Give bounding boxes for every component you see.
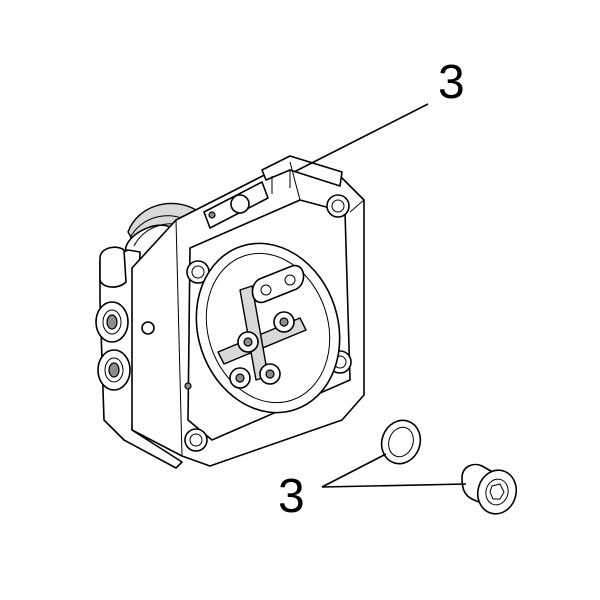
- oval-port: [251, 264, 305, 304]
- valve-housing: [95, 155, 365, 469]
- top-boss: [261, 155, 343, 187]
- central-bore: [195, 242, 341, 414]
- callout-label-top: 3: [438, 56, 465, 109]
- leader-ring: [321, 453, 387, 488]
- leader-plug: [321, 483, 467, 488]
- sealing-ring: [380, 419, 422, 465]
- callout-label-bottom: 3: [278, 470, 305, 523]
- valve-seats: [229, 311, 295, 389]
- plug-screw: [461, 463, 518, 515]
- leader-lines: [293, 103, 467, 488]
- side-port: [99, 246, 127, 288]
- side-fittings: [95, 301, 131, 391]
- leader-top: [293, 103, 429, 173]
